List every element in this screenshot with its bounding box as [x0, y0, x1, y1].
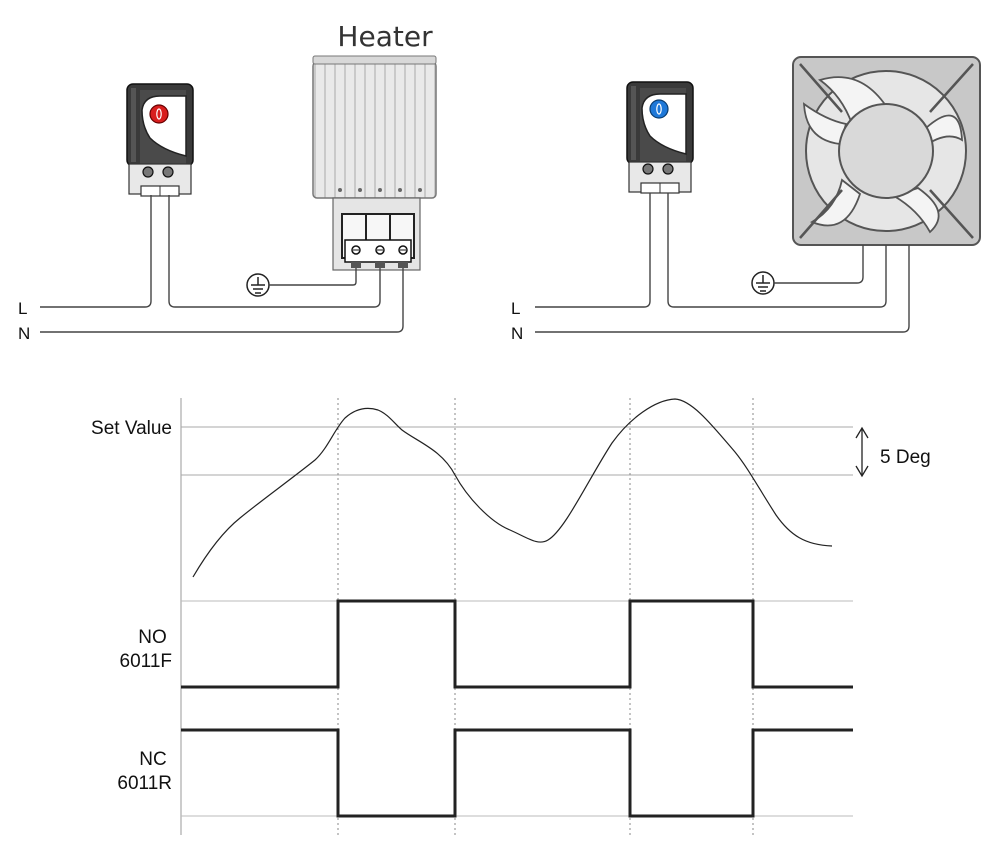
- nc-signal-trace: [181, 728, 853, 818]
- temperature-curve: [192, 398, 833, 578]
- fan-line-label: L: [511, 299, 520, 318]
- blue-dial-icon[interactable]: [649, 99, 669, 119]
- switching-markers: [337, 398, 754, 835]
- no-signal-trace: [181, 599, 853, 689]
- no-label-line-2: 6011F: [120, 651, 172, 672]
- red-dial-icon[interactable]: [149, 104, 169, 124]
- timing-diagram: 5 Deg Set Value NO 6011F NC 6011R: [91, 398, 931, 835]
- fan-wiring: [535, 193, 910, 333]
- fan-neutral-label: N: [511, 324, 523, 343]
- hysteresis-arrow: [855, 426, 869, 478]
- no-label: NO 6011F: [120, 627, 172, 672]
- ground-icon: [751, 271, 775, 295]
- hysteresis-label: 5 Deg: [880, 447, 931, 468]
- nc-label: NC 6011R: [117, 749, 172, 794]
- no-label-line-1: NO: [138, 627, 167, 648]
- fan-thermostat: [626, 81, 694, 194]
- heater-neutral-label: N: [18, 324, 30, 343]
- set-value-label: Set Value: [91, 418, 172, 439]
- heater-thermostat: [126, 83, 194, 197]
- fan-icon: [792, 56, 981, 246]
- nc-label-line-1: NC: [139, 749, 166, 770]
- heater-title: Heater: [337, 20, 433, 53]
- heater-wiring: [40, 195, 404, 333]
- heater-line-label: L: [18, 299, 27, 318]
- fan-circuit: L N: [511, 56, 981, 343]
- heater-body: [312, 55, 437, 271]
- ground-icon: [246, 273, 270, 297]
- heater-circuit: Heater L N: [18, 20, 437, 343]
- nc-label-line-2: 6011R: [117, 773, 172, 794]
